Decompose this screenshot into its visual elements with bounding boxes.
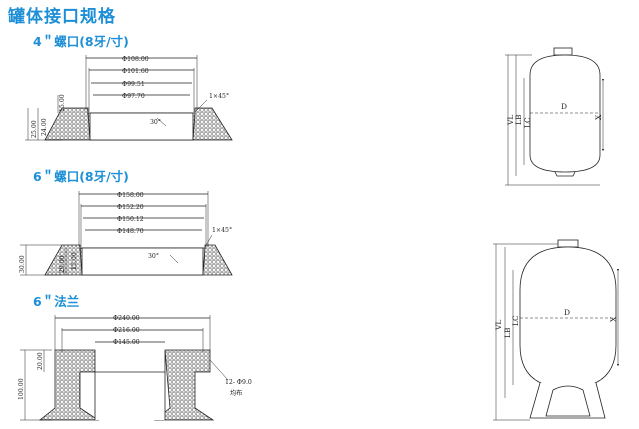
dim-4in-3: Φ99.51 <box>122 81 145 88</box>
tank-bottom-label-lb: LB <box>503 327 512 338</box>
height-flange-2: 20.00 <box>37 352 44 370</box>
height-flange-1: 100.00 <box>18 378 25 400</box>
dim-6in-4: Φ148.70 <box>117 228 144 235</box>
dim-6in-3: Φ150.12 <box>117 216 144 223</box>
dim-flange-3: Φ145.00 <box>113 339 140 346</box>
height-4in-2: 25.00 <box>31 120 38 138</box>
tank-top-label-d: D <box>561 102 567 111</box>
height-4in-3: 24.00 <box>41 118 48 136</box>
drawing-6in-flange <box>20 315 229 421</box>
tank-top-label-lc: LC <box>523 117 532 128</box>
angle-4in: 30° <box>150 119 161 126</box>
chamfer-6in: 1×45° <box>212 227 232 234</box>
tank-bottom-label-d: D <box>564 308 570 317</box>
section-title-6in-thread: 6＂螺口(8牙/寸) <box>33 169 129 184</box>
height-6in-2: 29.00 <box>59 255 66 273</box>
dim-flange-1: Φ240.00 <box>113 315 140 322</box>
angle-6in: 30° <box>148 253 159 260</box>
dim-4in-2: Φ101.60 <box>122 68 149 75</box>
dim-4in-1: Φ108.00 <box>122 56 149 63</box>
tank-bottom <box>493 239 620 421</box>
height-4in-1: 15.00 <box>59 94 66 112</box>
drawing-6in-thread <box>20 191 233 276</box>
drawing-4in-thread <box>25 55 233 141</box>
tank-bottom-label-lc: LC <box>511 315 520 326</box>
chamfer-4in: 1×45° <box>209 93 229 100</box>
dim-4in-4: Φ97.70 <box>122 93 145 100</box>
dim-6in-1: Φ158.00 <box>117 192 144 199</box>
section-title-6in-flange: 6＂法兰 <box>33 294 80 309</box>
height-6in-1: 30.00 <box>19 255 26 273</box>
tank-top-label-vl: VL <box>506 115 515 126</box>
dim-6in-2: Φ152.20 <box>117 204 144 211</box>
tank-top <box>505 47 605 186</box>
flange-bolt-spec: 12- Φ9.0 <box>225 379 252 386</box>
section-title-4in-thread: 4＂螺口(8牙/寸) <box>33 34 129 49</box>
tank-bottom-label-x: X <box>609 316 618 322</box>
height-6in-3: 15.00 <box>71 252 78 270</box>
page-title: 罐体接口规格 <box>8 7 116 27</box>
tank-top-label-lb: LB <box>514 114 523 125</box>
flange-bolt-note: 均布 <box>230 389 242 397</box>
dim-flange-2: Φ216.00 <box>113 327 140 334</box>
tank-bottom-label-vl: VL <box>494 320 503 331</box>
tank-top-label-x: X <box>594 114 603 120</box>
